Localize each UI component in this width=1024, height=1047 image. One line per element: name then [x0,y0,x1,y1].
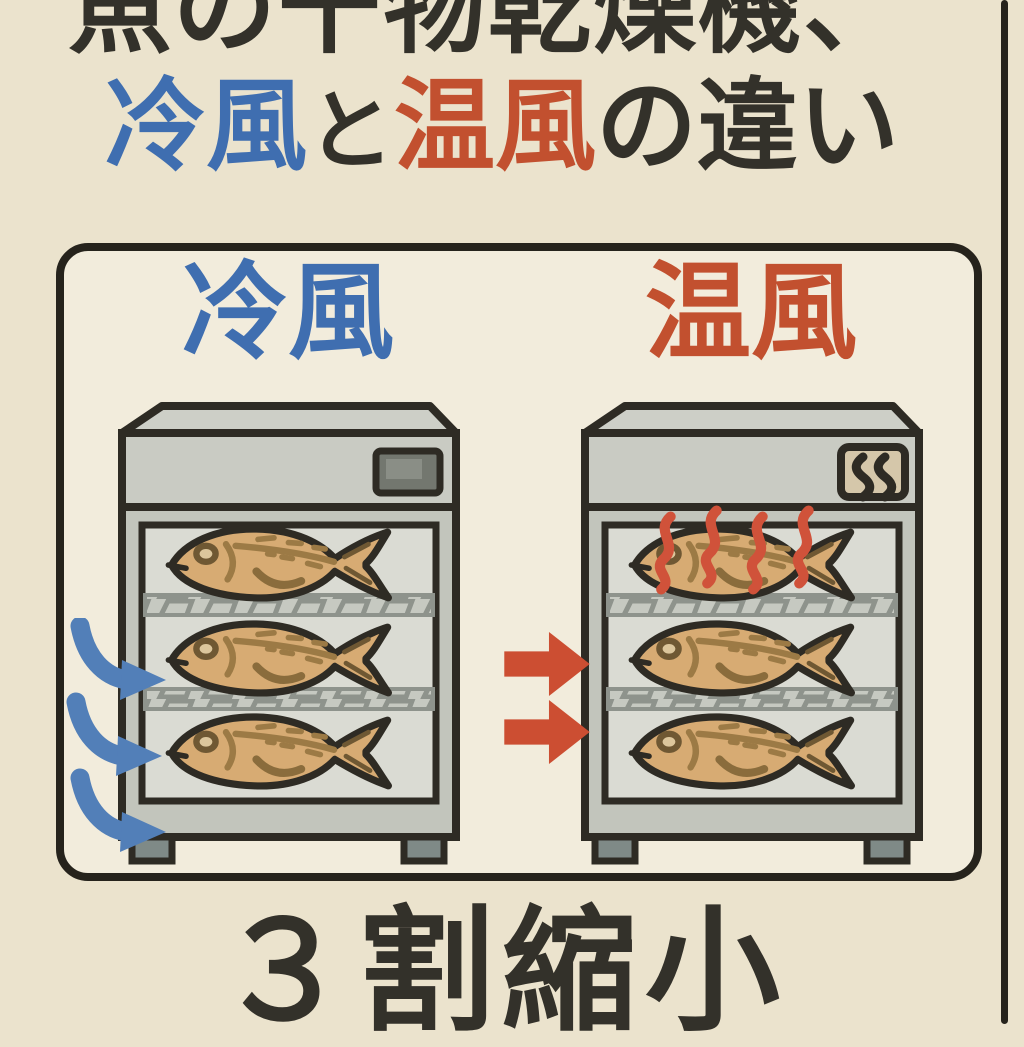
warm-wind-arrow-icon [504,699,590,765]
display-icon [372,447,444,497]
warm-wind-arrows [504,631,590,765]
footer-shrink-text: ３割縮小 [216,896,788,1047]
poster-title-line2: 冷風と温風の違い [0,71,1004,183]
title-word-cold: 冷風 [104,71,307,183]
cold-air-dryer-machine [112,399,464,869]
warm-air-label: 温風 [645,254,857,372]
cold-wind-arrows [60,618,172,858]
cold-wind-arrow-icon [80,626,166,700]
steam-icon [837,443,909,502]
cold-air-label: 冷風 [182,254,394,372]
warm-air-dryer-machine [575,399,927,869]
title-word-difference: の違い [596,71,900,183]
warm-wind-arrow-icon [504,631,590,697]
right-border-line [1001,0,1008,1024]
cold-wind-arrow-icon [80,778,166,852]
poster-title-line1: 魚の干物乾燥機、 [68,0,908,65]
title-word-and: と [306,83,394,180]
title-word-warm: 温風 [393,71,596,183]
cold-wind-arrow-icon [76,702,162,776]
